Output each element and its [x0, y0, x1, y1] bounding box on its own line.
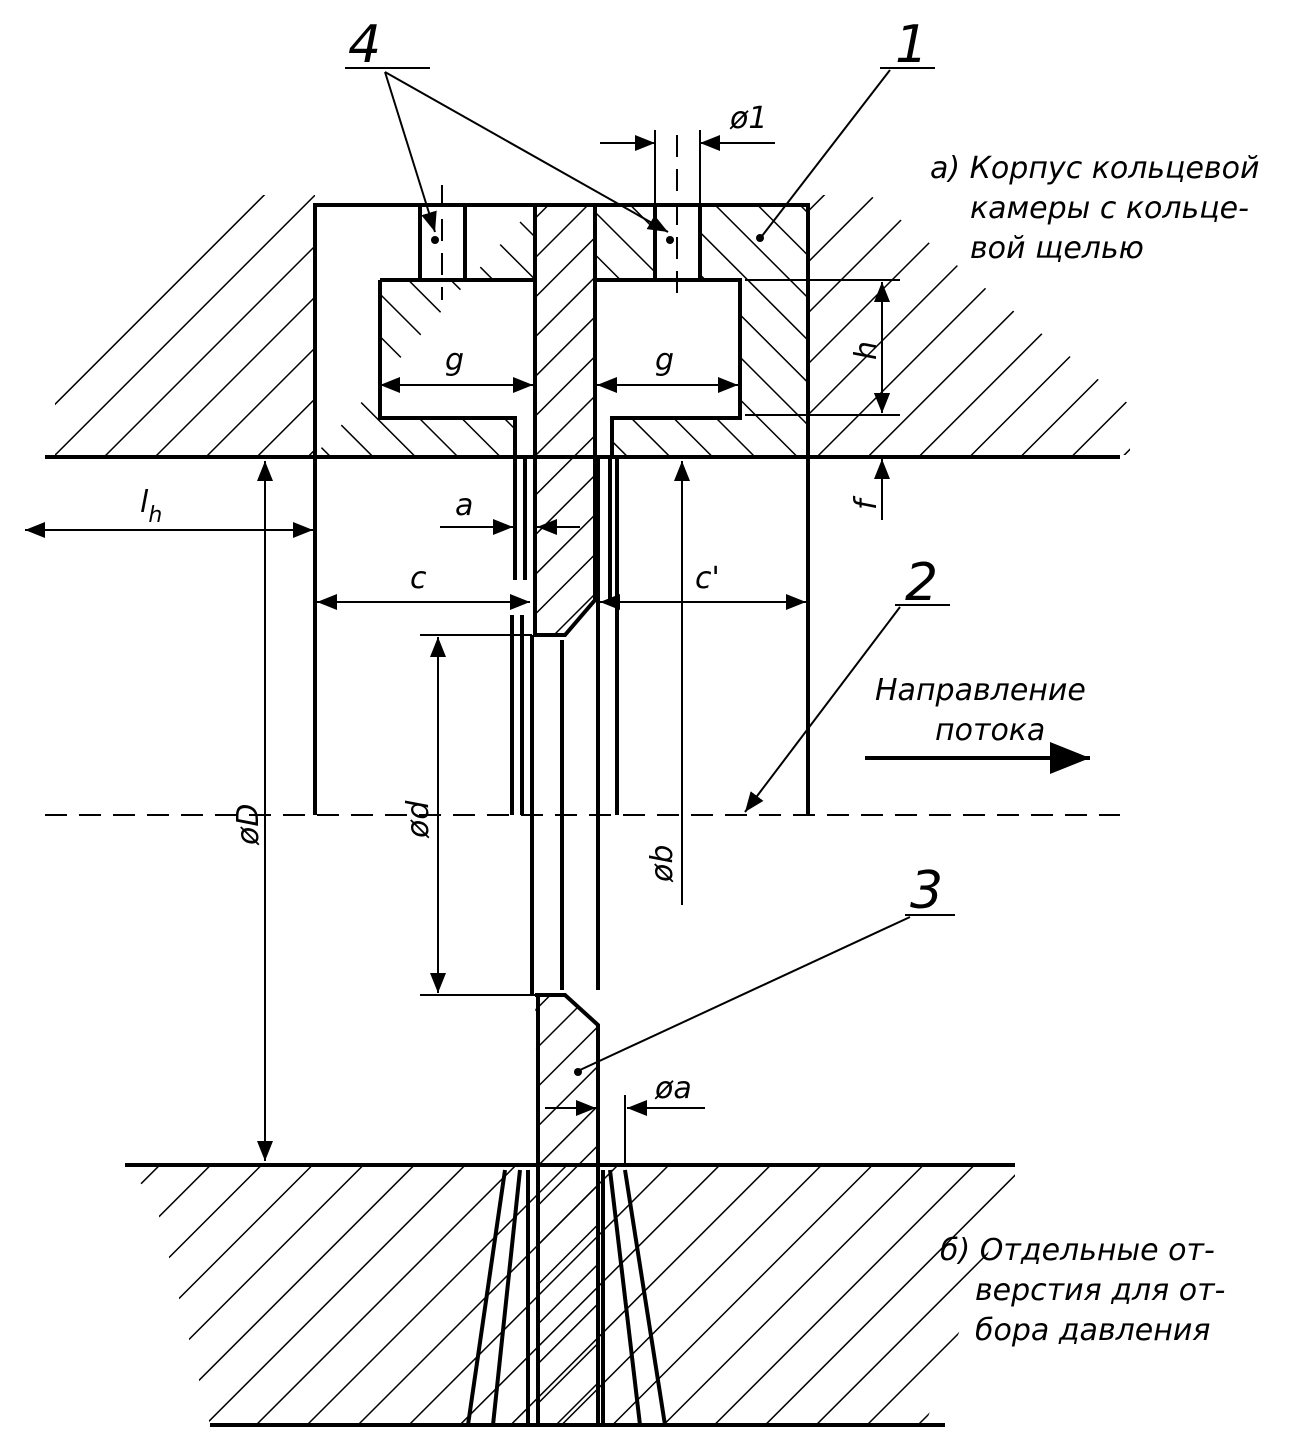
callout-labels: 4 1 2 3 [348, 15, 943, 921]
caption-a: а) Корпус кольцевой камеры с кольце- вой… [930, 151, 1259, 266]
callout-1: 1 [895, 15, 928, 75]
leader-lines [345, 67, 1090, 1071]
dim-phiD: øD [231, 804, 266, 846]
svg-text:Направление: Направление [875, 673, 1086, 708]
caption-flow-direction: Направление потока [875, 673, 1086, 748]
dim-phia: øa [654, 1071, 692, 1106]
dim-g-left: g [445, 343, 464, 378]
svg-text:верстия для от-: верстия для от- [975, 1273, 1225, 1308]
svg-text:вой щелью: вой щелью [970, 231, 1144, 266]
svg-text:а) Корпус кольцевой: а) Корпус кольцевой [930, 151, 1259, 186]
callout-4: 4 [348, 15, 381, 75]
dim-lh: lh [140, 485, 162, 528]
svg-text:бора давления: бора давления [975, 1313, 1210, 1348]
dim-a: a [455, 488, 473, 523]
bore-lines [313, 455, 810, 1426]
svg-text:потока: потока [935, 713, 1045, 748]
svg-text:б) Отдельные от-: б) Отдельные от- [940, 1233, 1215, 1268]
caption-b: б) Отдельные от- верстия для от- бора да… [940, 1233, 1225, 1348]
dim-phi1: ø1 [729, 101, 767, 136]
dim-f: f [849, 495, 884, 510]
dim-c: c [410, 561, 427, 596]
callout-3: 3 [910, 861, 943, 921]
svg-text:камеры с кольце-: камеры с кольце- [970, 191, 1249, 226]
callout-2: 2 [905, 553, 938, 613]
dim-phib: øb [645, 845, 680, 883]
dimension-labels: ø1 g g h f lh a c c' øD ød øb øa [140, 101, 884, 1106]
dimension-lines [25, 130, 900, 1165]
dim-phid: ød [401, 800, 436, 839]
dim-c-prime: c' [695, 561, 720, 596]
dim-g-right: g [655, 343, 674, 378]
dim-h: h [849, 341, 884, 360]
